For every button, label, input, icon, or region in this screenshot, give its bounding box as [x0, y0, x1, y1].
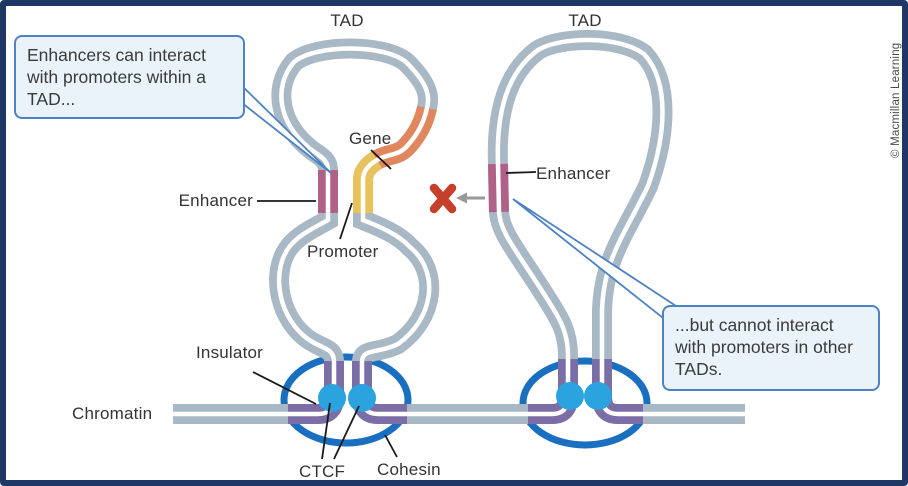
ctcf-protein — [556, 382, 584, 410]
ctcf-protein — [584, 382, 612, 410]
ctcf-label-line — [333, 405, 360, 460]
credit-macmillan: © Macmillan Learning — [890, 42, 902, 158]
ctcf-label-line — [321, 402, 331, 460]
ctcf-protein — [318, 384, 346, 412]
gene-label: Gene — [349, 129, 392, 148]
enhancer-label-right: Enhancer — [536, 164, 611, 183]
enhancer-label-left: Enhancer — [178, 191, 253, 210]
promoter-label: Promoter — [307, 242, 379, 261]
cohesin-label-line — [384, 434, 398, 458]
insulator-label: Insulator — [196, 343, 264, 362]
cohesin-label: Cohesin — [377, 460, 441, 479]
enhancer-right-label-line — [505, 171, 537, 174]
tad-label-right: TAD — [568, 11, 602, 30]
callout-left: Enhancers can interact with promoters wi… — [14, 35, 245, 119]
chromatin-label: Chromatin — [72, 404, 153, 423]
blocked-x-icon — [429, 183, 457, 214]
ctcf-label: CTCF — [299, 462, 346, 481]
cohesin-ring-right — [519, 357, 651, 449]
tad-label-left: TAD — [330, 11, 364, 30]
fiber-core-line — [173, 37, 745, 417]
callout-right: ...but cannot interact with promoters in… — [662, 305, 880, 391]
ctcf-protein — [348, 384, 376, 412]
insulator-label-line — [252, 371, 317, 405]
cohesin-ring-left — [280, 353, 412, 447]
promoter-label-line — [339, 202, 353, 240]
arrow-left-head-icon — [456, 192, 467, 204]
gene-label-line — [370, 149, 392, 170]
